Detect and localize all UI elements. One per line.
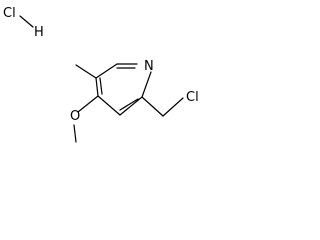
methoxy-oxygen-label: O (70, 109, 80, 124)
chloromethyl-bond-ring-ch2 (141, 96, 164, 117)
chloromethyl-chlorine-label: Cl (186, 90, 199, 105)
hcl-bond (19, 15, 34, 28)
ring-double-bond-c2-c3 (119, 98, 139, 111)
methoxy-bond-o-methyl (73, 124, 77, 143)
ring-bond-c5-c6 (95, 63, 118, 79)
hcl-chlorine-label: Cl (3, 6, 16, 21)
hcl-hydrogen-label: H (34, 25, 44, 40)
ring-bond-c3-c4 (97, 95, 121, 116)
structure-svg: Cl H N O Cl (3, 6, 199, 143)
methoxy-bond-ring-o (77, 95, 99, 113)
chloromethyl-bond-ch2-cl (162, 97, 184, 117)
chemical-structure-diagram: Cl H N O Cl (0, 0, 232, 157)
methyl-bond (75, 64, 97, 79)
ring-bond-c4-c5 (95, 77, 99, 97)
ring-bond-n-c2 (141, 71, 152, 98)
ring-bond-c2-c3 (119, 96, 143, 116)
ring-double-bond-c4-c5 (99, 77, 103, 95)
ring-nitrogen-label: N (144, 59, 154, 74)
